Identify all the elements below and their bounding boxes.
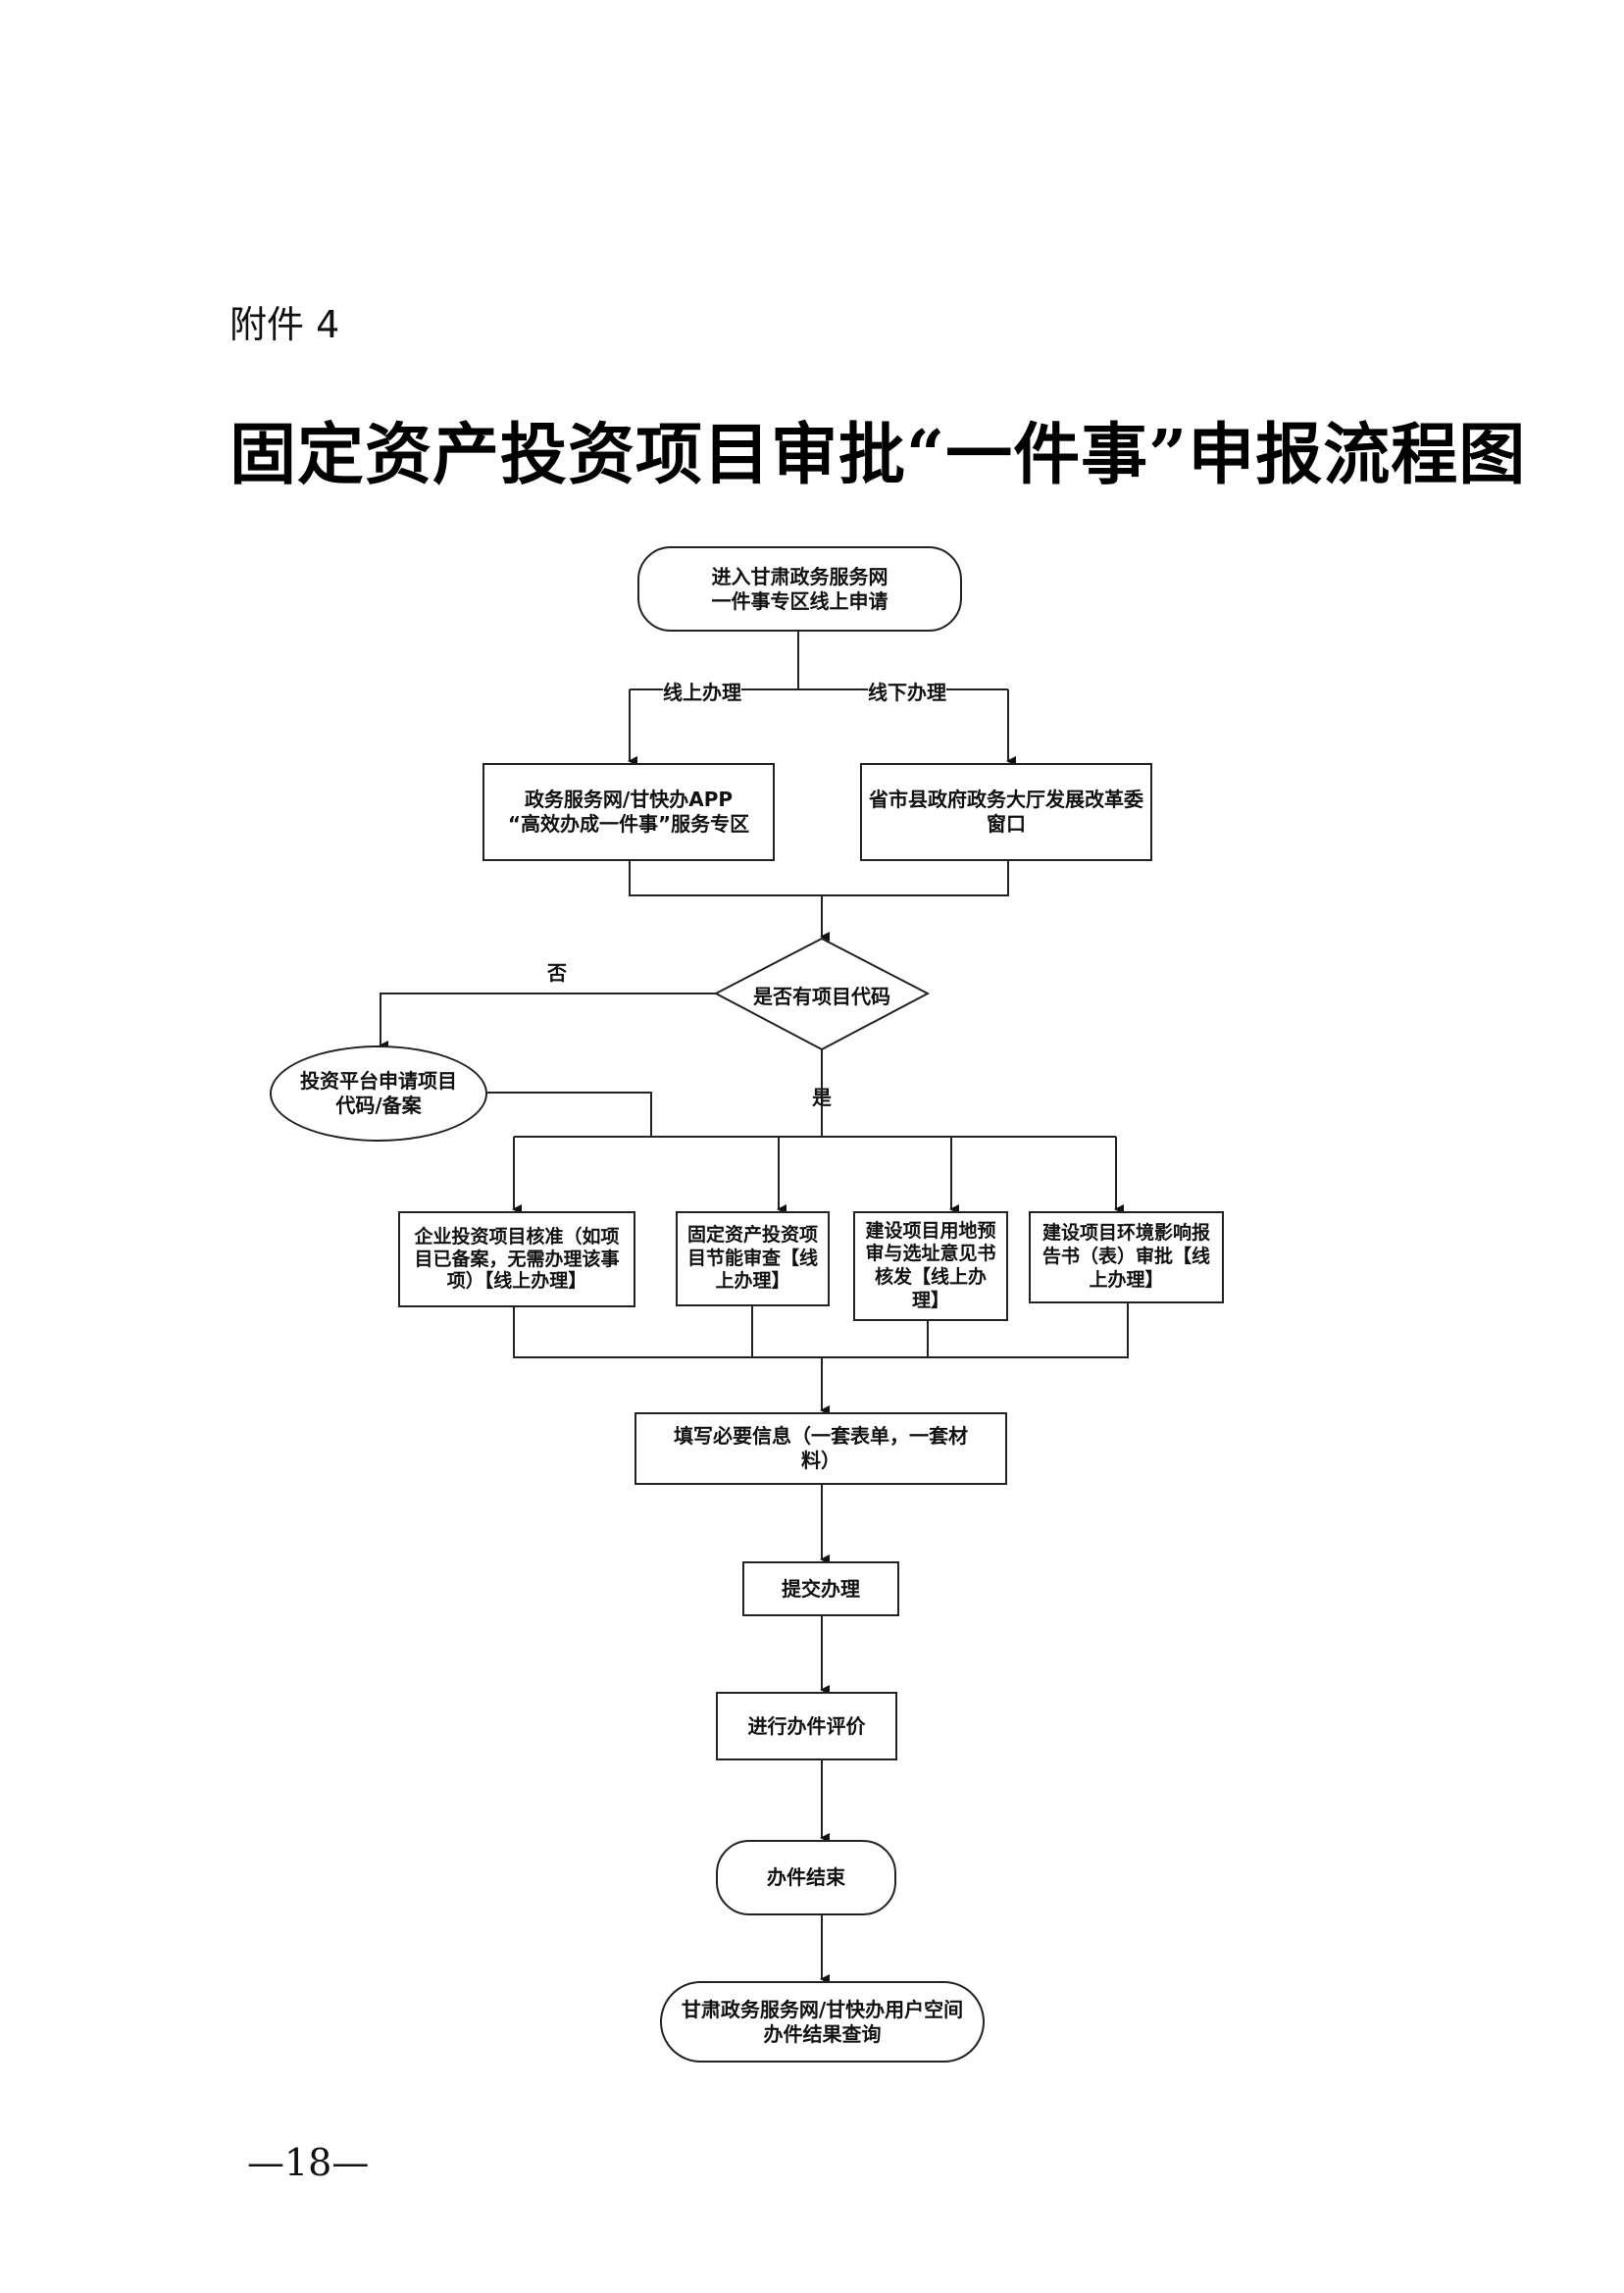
decision-text: 是否有项目代码: [753, 985, 890, 1008]
start-node: 进入甘肃政务服务网 一件事专区线上申请: [637, 546, 962, 632]
parallel-step-1-text: 企业投资项目核准（如项目已备案，无需办理该事项）【线上办理】: [414, 1225, 620, 1293]
online-channel-text: 政务服务网/甘快办APP “高效办成一件事”服务专区: [507, 788, 750, 836]
submit-box: 提交办理: [742, 1561, 899, 1616]
online-channel-box: 政务服务网/甘快办APP “高效办成一件事”服务专区: [482, 763, 775, 861]
apply-code-ellipse: 投资平台申请项目 代码/备案: [270, 1045, 487, 1142]
connector-online-down: [629, 861, 1009, 896]
end-node: 办件结束: [716, 1840, 896, 1915]
decision-no-label: 否: [547, 961, 567, 985]
evaluate-text: 进行办件评价: [747, 1713, 866, 1738]
parallel-step-2-text: 固定资产投资项目节能审查【线上办理】: [686, 1223, 818, 1293]
page-number: —18—: [247, 2141, 370, 2184]
branch-online-label: 线上办理: [663, 677, 741, 705]
parallel-step-1: 企业投资项目核准（如项目已备案，无需办理该事项）【线上办理】: [398, 1211, 635, 1307]
connector-no: [379, 993, 716, 1050]
query-node-text: 甘肃政务服务网/甘快办用户空间 办件结果查询: [681, 1997, 964, 2046]
parallel-step-2: 固定资产投资项目节能审查【线上办理】: [676, 1211, 830, 1306]
page-title: 固定资产投资项目审批“一件事”申报流程图: [229, 416, 1527, 494]
end-node-text: 办件结束: [767, 1865, 845, 1889]
parallel-step-3-text: 建设项目用地预审与选址意见书核发【线上办理】: [865, 1219, 996, 1311]
apply-code-text: 投资平台申请项目 代码/备案: [300, 1069, 457, 1117]
fill-info-text: 填写必要信息（一套表单，一套材料）: [674, 1424, 968, 1472]
attachment-label: 附件 4: [229, 303, 340, 346]
evaluate-box: 进行办件评价: [716, 1692, 897, 1760]
query-node: 甘肃政务服务网/甘快办用户空间 办件结果查询: [660, 1981, 985, 2063]
connector-bottom-bus: [513, 1303, 1129, 1358]
parallel-step-4: 建设项目环境影响报告书（表）审批【线上办理】: [1029, 1211, 1224, 1303]
decision-yes-label: 是: [812, 1086, 832, 1109]
offline-channel-box: 省市县政府政务大厅发展改革委窗口: [860, 763, 1152, 861]
branch-offline-label: 线下办理: [868, 677, 946, 705]
decision-diamond: [713, 937, 931, 1051]
connector-apply-to-bus: [487, 1092, 652, 1137]
start-node-text: 进入甘肃政务服务网 一件事专区线上申请: [711, 564, 888, 613]
fill-info-box: 填写必要信息（一套表单，一套材料）: [634, 1412, 1007, 1485]
submit-text: 提交办理: [782, 1576, 860, 1601]
parallel-step-4-text: 建设项目环境影响报告书（表）审批【线上办理】: [1041, 1222, 1210, 1291]
parallel-step-3: 建设项目用地预审与选址意见书核发【线上办理】: [853, 1211, 1008, 1321]
offline-channel-text: 省市县政府政务大厅发展改革委窗口: [869, 788, 1143, 836]
